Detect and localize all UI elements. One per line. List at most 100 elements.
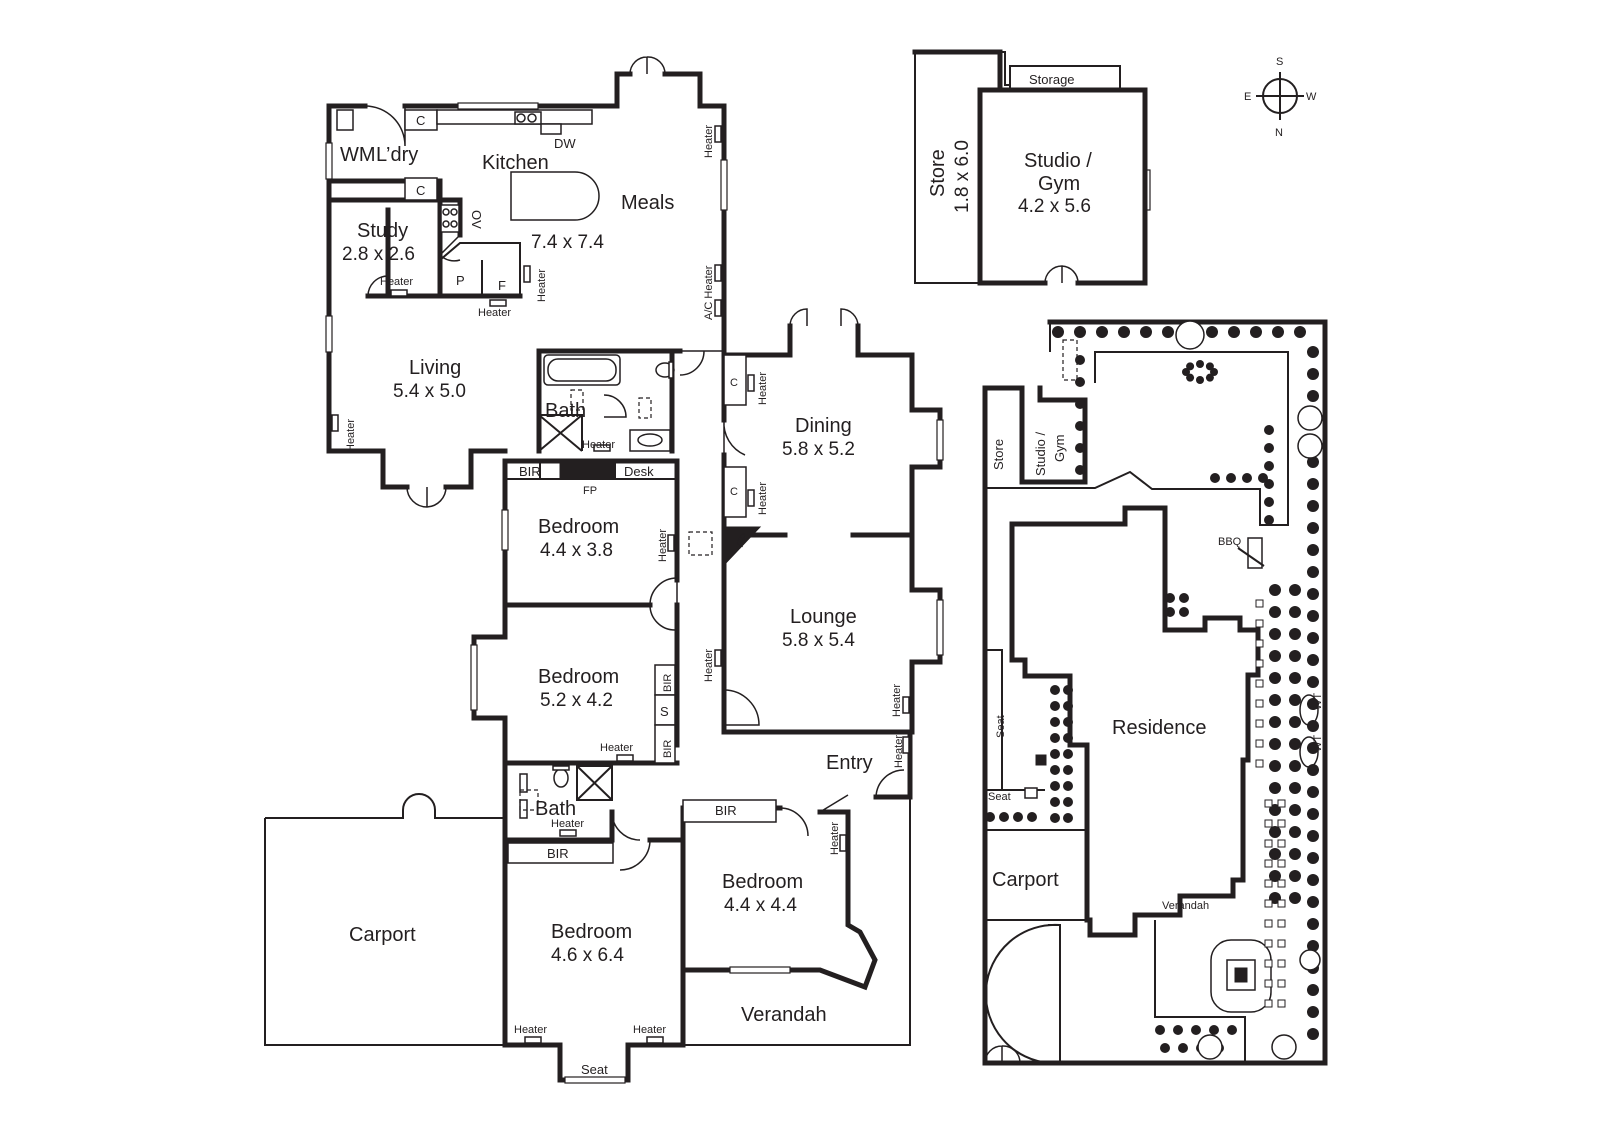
desk-label: Desk xyxy=(624,464,654,479)
paver xyxy=(1277,799,1286,808)
shrub-dot xyxy=(1165,607,1175,617)
shrub-dot xyxy=(1307,1006,1319,1018)
shrub-dot xyxy=(1307,500,1319,512)
c-dining-2: C xyxy=(730,486,738,498)
shrub-dot xyxy=(1269,694,1281,706)
shrub-dot xyxy=(1264,497,1274,507)
shrub-dot xyxy=(1206,326,1218,338)
bed1-dims: 4.4 x 3.8 xyxy=(540,540,613,561)
site-plan: Store Studio / Gym Residence BBQ Carport… xyxy=(982,319,1328,1066)
studio-dims: 4.2 x 5.6 xyxy=(1018,196,1091,217)
shrub-dot xyxy=(1294,326,1306,338)
shrub-dot xyxy=(1307,918,1319,930)
shrub-dot xyxy=(1063,781,1073,791)
site-seat-2: Seat xyxy=(988,791,1011,803)
shrub-dot xyxy=(1307,874,1319,886)
shrub-dot xyxy=(1307,808,1319,820)
shrub-dot xyxy=(1269,716,1281,728)
shrub-dot xyxy=(1063,701,1073,711)
site-studio-label-2: Gym xyxy=(1052,435,1067,462)
compass-e: E xyxy=(1244,91,1251,103)
shrub-dot xyxy=(1186,362,1195,371)
paver xyxy=(1255,659,1264,668)
shrub-dot xyxy=(1063,685,1073,695)
shrub-dot xyxy=(1307,698,1319,710)
shrub-dot xyxy=(1242,473,1252,483)
shrub-dot xyxy=(1050,765,1060,775)
shrub-dot xyxy=(1205,362,1214,371)
shrub-dot xyxy=(1210,368,1218,376)
bir-label-3: BIR xyxy=(662,740,674,758)
shrub-dot xyxy=(1307,632,1319,644)
lounge-label: Lounge xyxy=(790,606,857,628)
paver xyxy=(1277,859,1286,868)
shrub-dot xyxy=(1160,1043,1170,1053)
paver xyxy=(1277,919,1286,928)
shrub-dot xyxy=(1140,326,1152,338)
shrub-dot xyxy=(1264,461,1274,471)
shrub-dot xyxy=(1307,830,1319,842)
bir-label-5: BIR xyxy=(715,803,737,818)
c-dining-1: C xyxy=(730,377,738,389)
heater-study: Heater xyxy=(380,276,413,288)
shrub-dot xyxy=(1264,443,1274,453)
shrub-dot xyxy=(1050,717,1060,727)
site-verandah-label: Verandah xyxy=(1162,900,1209,912)
shrub-dot xyxy=(1196,360,1204,368)
shrub-dot xyxy=(1182,368,1190,376)
fp-label-1: FP xyxy=(583,485,597,497)
shrub-dot xyxy=(1289,628,1301,640)
shrub-dot xyxy=(1269,584,1281,596)
shrub-dot xyxy=(1063,749,1073,759)
tree-canopy xyxy=(1271,1034,1297,1060)
shrub-dot xyxy=(1289,738,1301,750)
study-dims: 2.8 x 2.6 xyxy=(342,244,415,265)
shrub-dot xyxy=(1269,848,1281,860)
shrub-dot xyxy=(1307,676,1319,688)
paver xyxy=(1277,879,1286,888)
compass: S W E N xyxy=(1244,56,1317,139)
shrub-dot xyxy=(1013,812,1023,822)
heater-dining: Heater xyxy=(757,372,769,405)
studio-label-1: Studio / xyxy=(1024,150,1092,172)
shrub-dot xyxy=(1205,373,1214,382)
shrub-dot xyxy=(999,812,1009,822)
bed3-label: Bedroom xyxy=(551,921,632,943)
heater-kitchen: Heater xyxy=(478,307,511,319)
paver xyxy=(1264,919,1273,928)
heater-entry: Heater xyxy=(893,735,905,768)
shrub-dot xyxy=(1063,733,1073,743)
entry-label: Entry xyxy=(826,752,873,774)
shrub-dot xyxy=(1173,1025,1183,1035)
shrub-dot xyxy=(1269,606,1281,618)
dining-label: Dining xyxy=(795,415,852,437)
paver xyxy=(1277,839,1286,848)
shrub-dot xyxy=(1289,650,1301,662)
fixtures xyxy=(331,109,910,1044)
paver xyxy=(1264,899,1273,908)
shrub-dot xyxy=(1050,797,1060,807)
bed4-label: Bedroom xyxy=(722,871,803,893)
paver xyxy=(1264,819,1273,828)
dining-dims: 5.8 x 5.2 xyxy=(782,439,855,460)
store-label: Store xyxy=(927,149,949,197)
shrub-dot xyxy=(1075,421,1085,431)
shrub-dot xyxy=(1269,628,1281,640)
heater-bed2: Heater xyxy=(600,742,633,754)
shrub-dot xyxy=(1289,694,1301,706)
shrub-dot xyxy=(1075,465,1085,475)
shrub-dot xyxy=(1226,473,1236,483)
paver xyxy=(1264,999,1273,1008)
shrub-dot xyxy=(1050,781,1060,791)
shrub-dot xyxy=(1050,813,1060,823)
living-label: Living xyxy=(409,357,461,379)
laundry-label: L’dry xyxy=(376,144,418,166)
shrub-dot xyxy=(1074,326,1086,338)
shrub-dot xyxy=(1269,760,1281,772)
shrub-dot xyxy=(1307,456,1319,468)
garden-plantings xyxy=(985,320,1323,1060)
shrub-dot xyxy=(1289,826,1301,838)
shrub-dot xyxy=(1289,760,1301,772)
seat-label: Seat xyxy=(581,1062,608,1077)
paver xyxy=(1264,959,1273,968)
